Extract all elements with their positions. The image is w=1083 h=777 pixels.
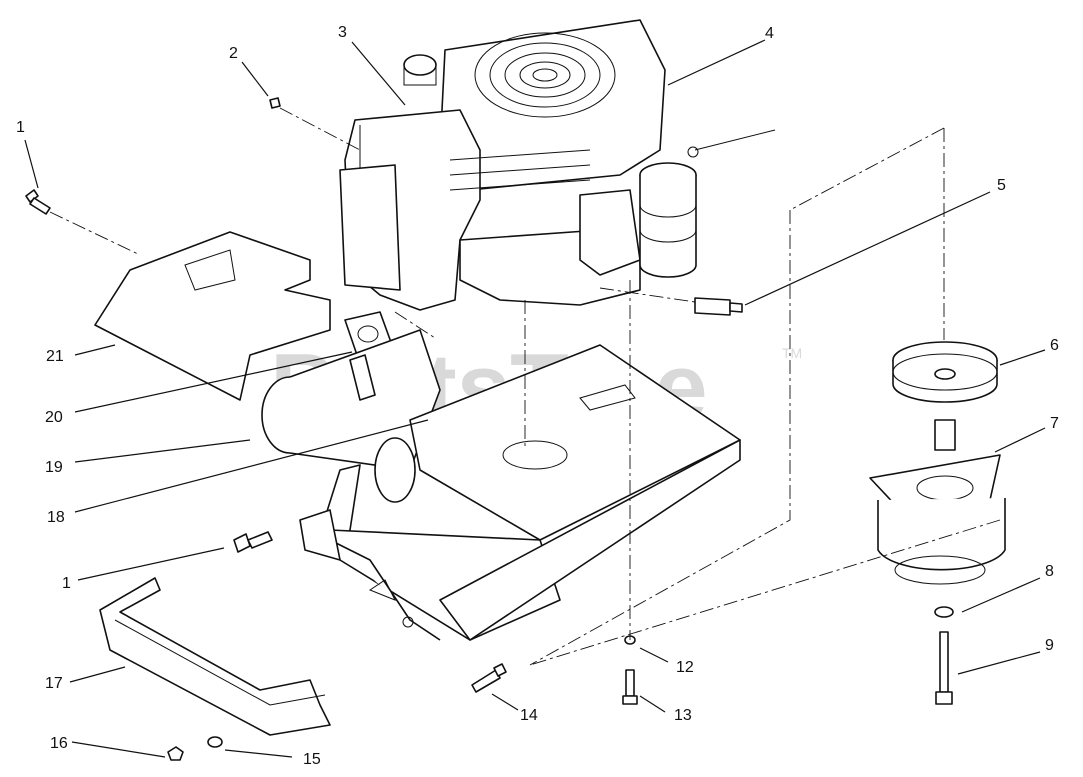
callout-13: 13 — [674, 707, 692, 724]
part-8-washer[interactable] — [934, 606, 954, 618]
part-7-clutch[interactable] — [869, 454, 1006, 585]
callout-15: 15 — [303, 751, 321, 768]
part-16-nut[interactable] — [167, 746, 184, 761]
part-1-bolt-top[interactable] — [25, 189, 51, 215]
callout-4: 4 — [765, 25, 774, 42]
leader-lines — [24, 39, 1046, 758]
callout-14: 14 — [520, 707, 538, 724]
callout-9: 9 — [1045, 637, 1054, 654]
callout-5: 5 — [997, 177, 1006, 194]
part-6-pulley[interactable] — [892, 341, 998, 451]
callout-6: 6 — [1050, 337, 1059, 354]
chassis-frame[interactable] — [299, 344, 741, 641]
callout-2: 2 — [229, 45, 238, 62]
callout-21: 21 — [46, 348, 64, 365]
part-17-bumper[interactable] — [99, 577, 331, 736]
part-9-bolt[interactable] — [935, 631, 953, 705]
part-1-bolt-lower[interactable] — [233, 531, 273, 553]
callout-8: 8 — [1045, 563, 1054, 580]
callout-17: 17 — [45, 675, 63, 692]
part-19-muffler[interactable] — [261, 329, 441, 551]
callout-labels: 1 2 3 4 5 6 7 8 9 21 20 19 18 1 17 16 15… — [16, 24, 1059, 768]
callout-7: 7 — [1050, 415, 1059, 432]
callout-1-lower: 1 — [62, 575, 71, 592]
watermark-tm: TM — [782, 345, 802, 361]
callout-1-top: 1 — [16, 119, 25, 136]
engine[interactable] — [339, 19, 776, 311]
part-2-key[interactable] — [269, 97, 281, 109]
part-13-bolt[interactable] — [622, 669, 638, 705]
callout-3: 3 — [338, 24, 347, 41]
callout-16: 16 — [50, 735, 68, 752]
part-15-washer[interactable] — [207, 736, 223, 748]
part-14-bolt[interactable] — [471, 663, 507, 693]
callout-18: 18 — [47, 509, 65, 526]
callout-19: 19 — [45, 459, 63, 476]
part-5-switch[interactable] — [694, 297, 743, 316]
part-21-heat-shield[interactable] — [94, 231, 331, 401]
callout-12: 12 — [676, 659, 694, 676]
callout-20: 20 — [45, 409, 63, 426]
